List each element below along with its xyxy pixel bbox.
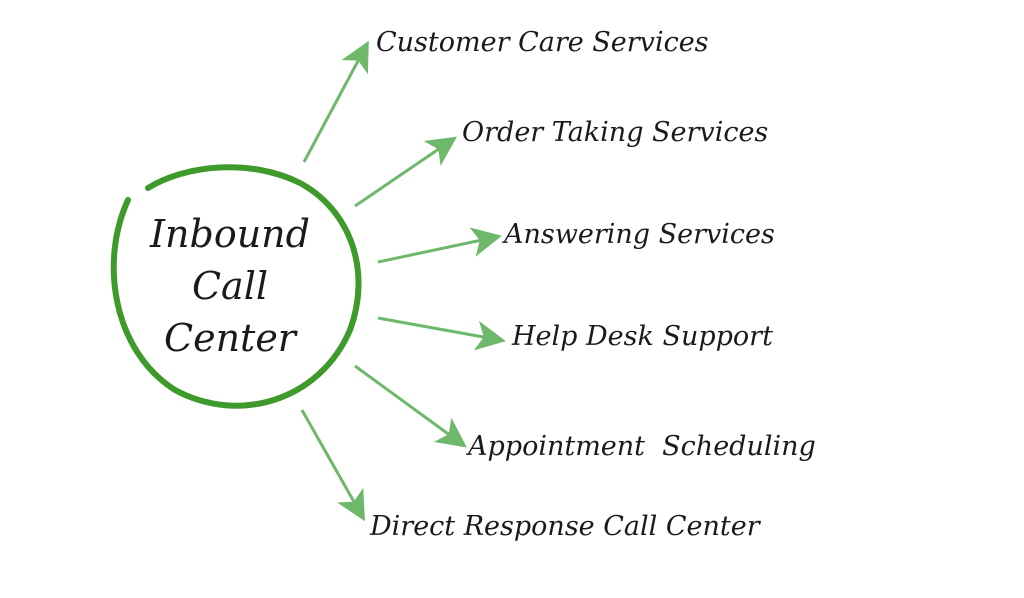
arrow-help-desk [377, 316, 506, 351]
item-order-taking-services: Order Taking Services [462, 117, 769, 148]
center-title-line-3: Center [164, 316, 296, 360]
arrow-answering [377, 227, 502, 264]
item-help-desk-support: Help Desk Support [512, 321, 773, 352]
arrow-appointment [354, 364, 467, 448]
arrow-customer-care [302, 40, 369, 163]
center-title: Inbound Call Center [110, 208, 350, 364]
item-appointment-scheduling: Appointment Scheduling [468, 431, 816, 462]
item-direct-response-call-center: Direct Response Call Center [370, 511, 760, 542]
center-title-line-2: Call [191, 264, 269, 308]
arrow-order-taking [354, 136, 457, 208]
item-answering-services: Answering Services [504, 219, 775, 250]
center-title-line-1: Inbound [150, 212, 310, 256]
item-customer-care-services: Customer Care Services [376, 27, 709, 58]
arrow-direct-response [300, 409, 365, 522]
center-circle [110, 164, 362, 409]
